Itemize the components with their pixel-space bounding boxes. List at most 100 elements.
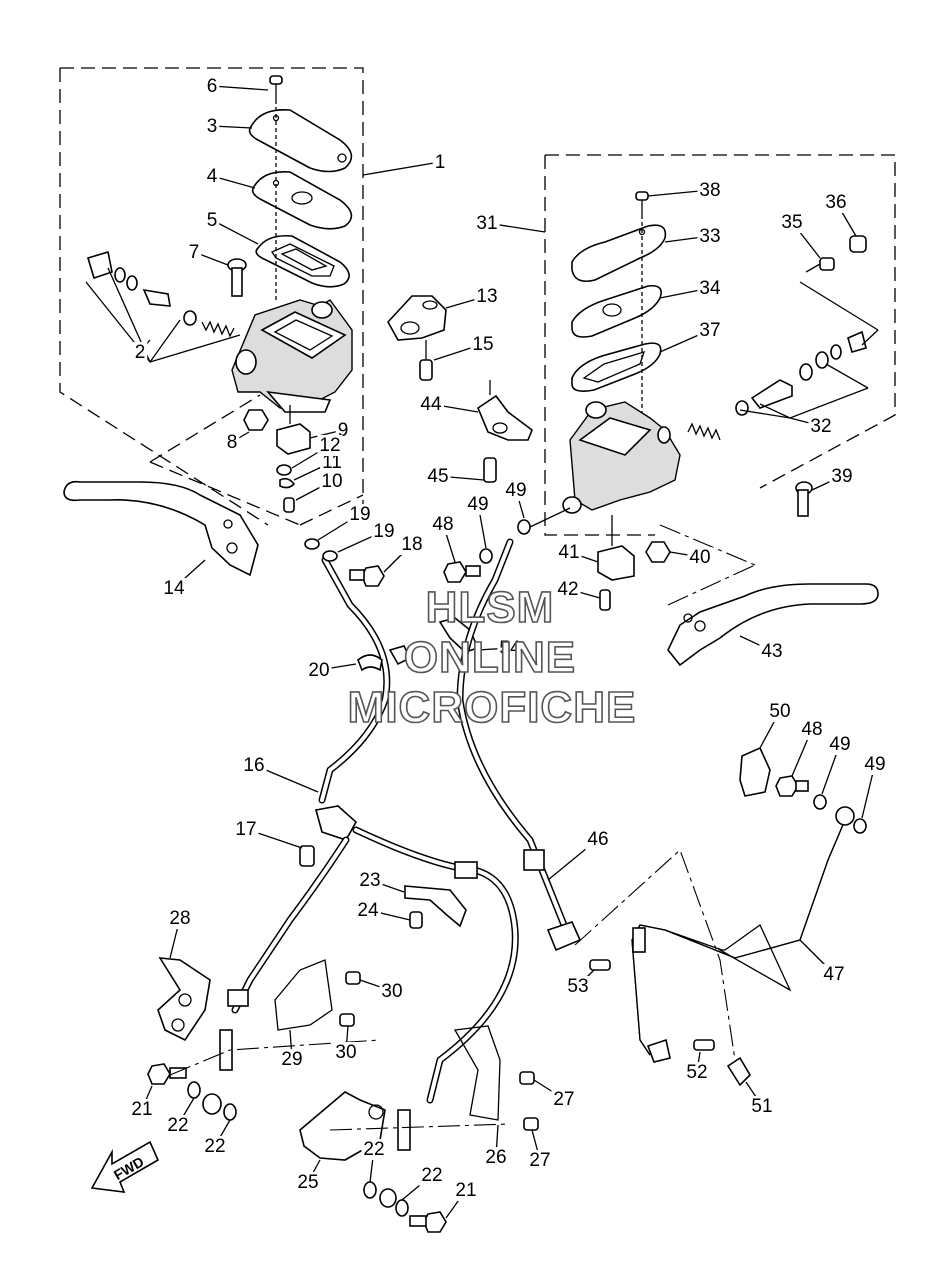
callout-number-27: 27 [553,1089,574,1110]
callout-halo [132,342,148,363]
callout-number-40: 40 [689,547,710,568]
screw-35 [805,257,835,273]
bolt-27-upper [519,1071,535,1085]
callout-halo [503,480,529,501]
callout-halo [555,579,581,600]
callout-halo [556,542,582,563]
callout-halo [808,416,834,437]
screw-6 [269,75,283,100]
callout-number-52: 52 [686,1062,707,1083]
callout-number-39: 39 [831,466,852,487]
callout-number-44: 44 [420,394,442,415]
callout-number-48: 48 [801,719,822,740]
brake-switch-41 [597,515,635,581]
diaphragm-plate-4 [251,170,353,230]
callout-number-21: 21 [131,1099,152,1120]
bolt-52 [693,1039,715,1051]
hose-guide-29 [274,959,333,1031]
callout-number-15: 15 [472,334,493,355]
callout-numbers: 1234567891011121314151617181919202121222… [129,76,888,1201]
callout-number-7: 7 [189,242,200,263]
nut-8 [243,409,269,431]
callout-halo [697,320,723,341]
assembly-box-1-lever-line [149,394,261,463]
callout-halo [320,452,344,473]
callout-number-1: 1 [435,152,446,173]
brake-joint [314,805,358,841]
piston-kit-2 [85,250,241,363]
callout-number-41: 41 [558,542,579,563]
callout-leader [362,161,441,176]
brake-switch-9 [276,405,311,455]
callout-halo [470,334,496,355]
callout-number-27: 27 [529,1150,550,1171]
callout-halo [379,981,405,1002]
callout-number-21: 21 [455,1180,476,1201]
callout-number-49: 49 [829,734,850,755]
callout-number-22: 22 [363,1139,384,1160]
callout-number-50: 50 [769,701,790,722]
bolt-30-lower [339,1013,355,1027]
callout-number-22: 22 [167,1115,188,1136]
callout-halo [204,166,220,187]
callout-halo [779,212,805,233]
callout-number-5: 5 [207,210,218,231]
callout-halo [474,286,500,307]
callout-halo [565,976,591,997]
callout-halo [829,466,855,487]
clamp-51 [726,1056,752,1087]
fwd-arrow: FWD [90,1140,160,1193]
callout-leader [211,219,259,245]
washer-22-left-b [202,1093,222,1115]
callout-halo [697,180,723,201]
callout-number-14: 14 [163,578,185,599]
callout-number-2: 2 [135,342,146,363]
banjo-bolt-48-right [775,775,809,797]
watermark-line-1: HLSM [426,583,555,632]
screw-42 [599,589,611,611]
callout-number-48: 48 [432,514,453,535]
callout-halo [419,1165,445,1186]
callout-number-23: 23 [359,870,380,891]
stay-28 [157,957,211,1042]
brake-hose-16 [318,556,391,804]
callout-number-13: 13 [476,286,497,307]
washer-22-right-a [363,1181,377,1199]
callout-number-19: 19 [349,504,370,525]
callout-number-45: 45 [427,466,448,487]
callout-halo [497,638,523,659]
callout-halo [399,534,425,555]
watermark-line-2: ONLINE [404,633,576,682]
washer-49-upper-a [479,548,493,564]
diaphragm-37 [571,342,662,392]
washer-19b [322,550,338,562]
callout-number-49: 49 [505,480,526,501]
callout-halo [202,1136,228,1157]
callout-leader [211,85,269,91]
callout-halo [295,1172,321,1193]
callout-halo [823,192,849,213]
callout-halo [161,578,187,599]
callout-halo [186,242,202,263]
callout-halo [204,116,220,137]
callout-number-11: 11 [322,452,342,473]
diaphragm-plate-34 [571,284,662,338]
screw-10 [283,497,295,513]
master-cylinder-body-right [569,401,681,511]
callout-number-6: 6 [207,76,218,97]
callout-number-9: 9 [338,420,349,441]
callout-halo [862,754,888,775]
callout-halo [129,1099,155,1120]
callout-halo [697,226,723,247]
callout-halo [687,547,713,568]
washer-19 [304,538,320,550]
holder-13 [387,295,447,341]
callout-halo [551,1089,577,1110]
callout-number-31: 31 [476,213,497,234]
callout-number-34: 34 [699,278,721,299]
clamp-50 [739,746,771,797]
bolt-45 [483,457,497,483]
bolt-17 [299,845,315,867]
bracket-23 [404,885,467,928]
callout-number-4: 4 [207,166,218,187]
